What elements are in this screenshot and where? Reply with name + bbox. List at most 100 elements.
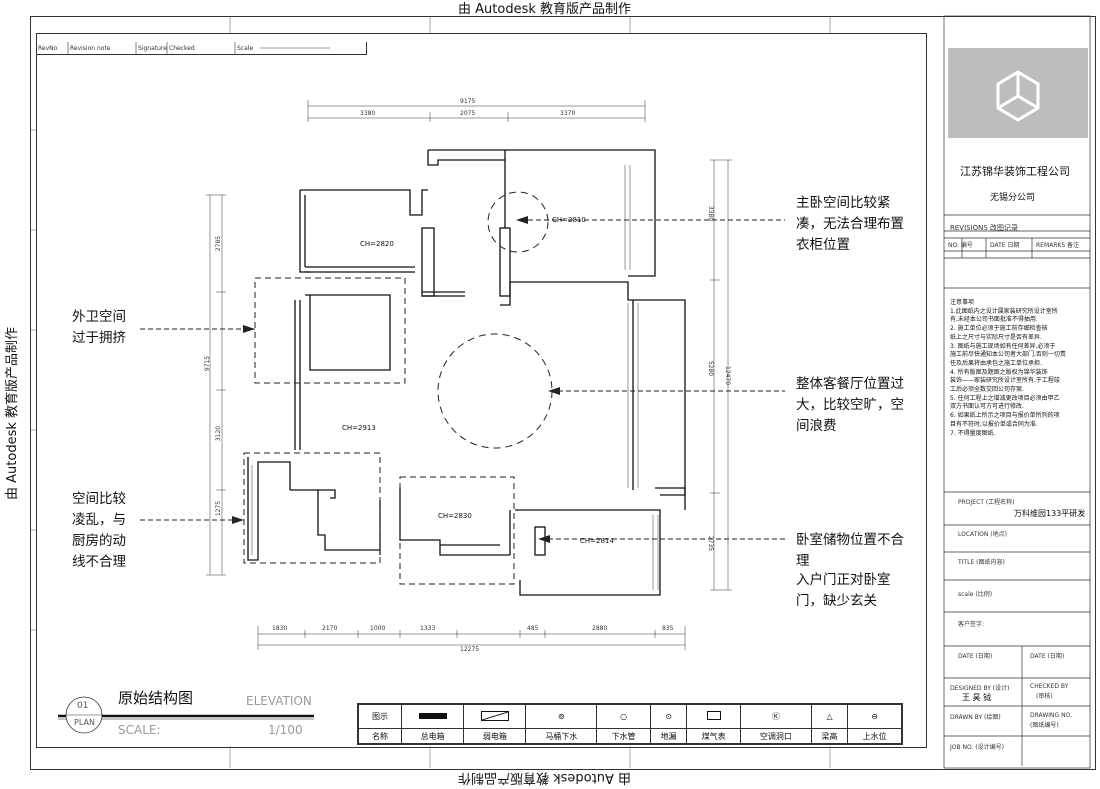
- revisions-label: REVISIONS 改图记录: [950, 224, 1019, 232]
- room-height-4: CH=2830: [438, 512, 472, 520]
- note-kitchen: 空间比较 凌乱，与 厨房的动 线不合理: [72, 489, 126, 573]
- dim-bottom-e: 485: [527, 625, 539, 632]
- drawing-elevation: ELEVATION: [246, 694, 312, 708]
- dim-left-b: 9715: [204, 355, 212, 372]
- dim-right-a: 3380: [707, 205, 715, 222]
- legend-item: 弱电箱: [463, 728, 527, 744]
- notes-line: 有,未经本公司书面批准不得抽用.: [950, 316, 1038, 324]
- notes-line: 任及后果将由承包之施工单位承担.: [950, 359, 1042, 367]
- beam-height-icon: △: [826, 712, 833, 721]
- dim-top-total: 9175: [460, 98, 476, 105]
- weak-box-icon: [480, 710, 509, 721]
- note-line: 衣柜位置: [796, 237, 850, 253]
- notes-line: 4. 所有版图及题图之版权为锦华装饰: [950, 368, 1048, 376]
- ac-hole-icon: Ⓚ: [771, 712, 780, 721]
- notes-line: 目有不符时,以报价单或合同为准.: [950, 420, 1038, 428]
- notes-line: 3. 图纸与施工现场如有任何差异,必须于: [950, 342, 1056, 350]
- dim-top-a: 3380: [360, 110, 376, 117]
- note-line: 过于拥挤: [72, 330, 126, 346]
- drawn-by-label: DRAWN BY (绘图): [950, 714, 1001, 721]
- note-line: 线不合理: [72, 554, 126, 570]
- legend-item: 上水位: [847, 728, 902, 744]
- checked-by-label: CHECKED BY: [1030, 683, 1069, 690]
- drawing-no-label: DRAWING NO.: [1030, 712, 1072, 719]
- legend-item: 梁高: [810, 728, 849, 744]
- dim-right-b: 5280: [707, 360, 715, 377]
- room-height-3: CH=2913: [342, 424, 376, 432]
- drawing-number: 01: [77, 701, 89, 711]
- dim-bottom-b: 2170: [322, 625, 338, 632]
- client-sign-label: 客户签字:: [958, 621, 985, 628]
- note-line: 整体客餐厅位置过: [796, 376, 904, 392]
- watermark-top: 由 Autodesk 教育版产品制作: [458, 2, 631, 17]
- note-line: 入户门正对卧室: [796, 572, 891, 588]
- note-master-bedroom: 主卧空间比较紧 凑，无法合理布置 衣柜位置: [796, 193, 904, 256]
- note-line: 理: [796, 553, 810, 569]
- drawing-name: 原始结构图: [118, 689, 194, 707]
- note-entrance: 入户门正对卧室 门，缺少玄关: [796, 570, 891, 612]
- notes-line: 1.此图纸内之设计属家装研究所设计室所: [950, 307, 1058, 315]
- drawing-scale-value: 1/100: [268, 723, 303, 737]
- rev-no-label: RevNo: [38, 45, 58, 52]
- legend-symbol-floor-drain: ⊙: [649, 704, 688, 729]
- note-line: 空间比较: [72, 491, 126, 507]
- main-box-icon: [418, 713, 447, 719]
- project-label: PROJECT (工程名称): [958, 499, 1015, 506]
- notes-line: 施工前尽快通知本公司者大部门,否则一切责: [950, 351, 1066, 359]
- room-height-5: CH=2814: [580, 537, 614, 545]
- legend-item: 空调洞口: [740, 728, 812, 744]
- toilet-drain-icon: ⊚: [557, 712, 565, 721]
- notes-line: 6. 如果纸上所示之项目与报价单所列的项: [950, 412, 1060, 420]
- notes-line: 7. 不得量度图纸.: [950, 429, 996, 437]
- note-line: 外卫空间: [72, 309, 126, 325]
- dim-top-b: 2075: [460, 110, 476, 117]
- location-label: LOCATION (地点): [958, 531, 1007, 538]
- scale-label: Scale: [237, 45, 254, 52]
- rev-remarks-col: REMARKS 备注: [1036, 242, 1080, 249]
- legend-row1-label: 图示: [358, 704, 402, 729]
- water-supply-icon: ⊖: [871, 712, 878, 721]
- scale-label-tb: scale (比例): [958, 591, 993, 598]
- note-line: 凑，无法合理布置: [796, 216, 904, 232]
- notes-line: 纸上之尺寸与实际尺寸是否有差异.: [950, 333, 1042, 341]
- dim-bottom-a: 1830: [272, 625, 288, 632]
- legend-symbol-gas: [686, 704, 741, 729]
- room-height-1: CH=2820: [360, 240, 394, 248]
- legend-symbol-pipe: ○: [596, 704, 651, 729]
- dim-bottom-total: 12275: [460, 646, 480, 653]
- notes-line: 双方书面认可方可进行修改.: [950, 403, 1024, 411]
- dim-bottom-f: 2880: [592, 625, 608, 632]
- dim-right-d: 2735: [707, 535, 715, 552]
- notes-block: 注意事项 1.此图纸内之设计属家装研究所设计室所 有,未经本公司书面批准不得抽用…: [950, 299, 1088, 438]
- note-guest-bath: 外卫空间 过于拥挤: [72, 307, 126, 349]
- drawing-scale-label: SCALE:: [118, 723, 161, 737]
- signature-label: Signature: [138, 45, 167, 52]
- note-living: 整体客餐厅位置过 大，比较空旷，空 间浪费: [796, 374, 904, 437]
- checked-label: Checked: [169, 45, 195, 52]
- revision-strip: RevNo Revision note Signature Checked Sc…: [36, 42, 367, 55]
- date-label-1: DATE (日期): [958, 653, 993, 660]
- rev-date-col: DATE 日期: [990, 242, 1020, 249]
- job-no-label: JOB NO. (设计编号): [950, 744, 1004, 751]
- floor-drain-icon: ⊙: [665, 712, 672, 721]
- legend-symbol-main-box: [400, 704, 465, 729]
- rev-no-col: NO. 编号: [948, 242, 973, 249]
- note-line: 卧室储物位置不合: [796, 532, 904, 548]
- legend-item: 煤气表: [686, 728, 741, 744]
- legend-row2-label: 名称: [358, 728, 402, 744]
- notes-line: 工后必须全数交回公司存案.: [950, 386, 1024, 394]
- dim-bottom-g: 835: [662, 625, 674, 632]
- legend-item: 地漏: [649, 728, 688, 744]
- dim-left-a: 2785: [215, 235, 223, 252]
- drawing-sub: PLAN: [74, 718, 95, 727]
- note-line: 厨房的动: [72, 533, 126, 549]
- company-branch: 无锡分公司: [990, 193, 1036, 203]
- note-line: 间浪费: [796, 418, 837, 434]
- note-line: 凌乱，与: [72, 512, 126, 528]
- designed-by-label: DESIGNED BY (设计): [950, 685, 1010, 692]
- revision-note-label: Revision note: [70, 45, 111, 52]
- note-line: 大，比较空旷，空: [796, 397, 904, 413]
- company-name: 江苏锦华装饰工程公司: [960, 165, 1070, 178]
- dim-left-d: 1275: [215, 500, 223, 517]
- note-line: 门，缺少玄关: [796, 593, 877, 609]
